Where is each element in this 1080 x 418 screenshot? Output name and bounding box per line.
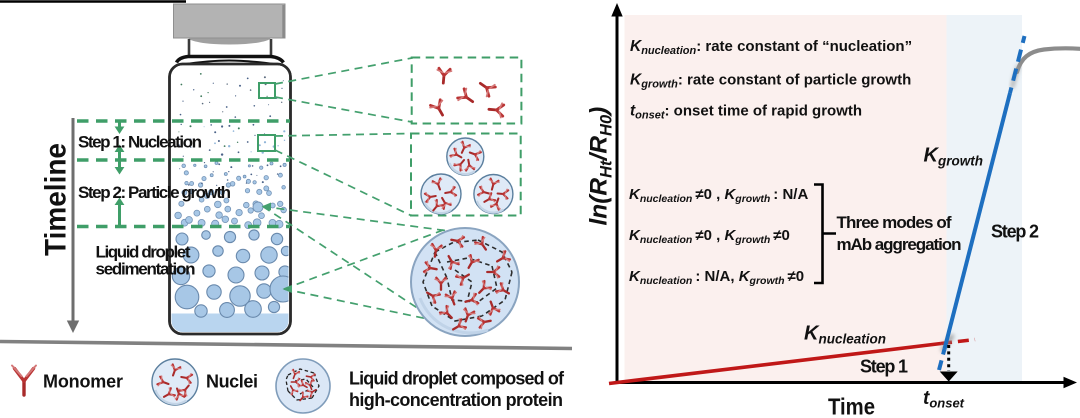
svg-text:mAb aggregation: mAb aggregation xyxy=(837,235,962,254)
svg-text:Liquid droplet: Liquid droplet xyxy=(96,243,191,262)
svg-text:Liquid droplet composed of: Liquid droplet composed of xyxy=(349,369,565,389)
svg-text:Knucleation ≠0 , Kgrowth : N/A: Knucleation ≠0 , Kgrowth : N/A xyxy=(629,186,808,205)
svg-text:Step 1: Nucleation: Step 1: Nucleation xyxy=(78,133,202,152)
svg-text:Step 1: Step 1 xyxy=(860,357,908,377)
svg-text:Time: Time xyxy=(828,394,875,418)
svg-text:Three modes of: Three modes of xyxy=(837,213,952,232)
svg-text:Step 2: Step 2 xyxy=(991,222,1039,242)
svg-text:Knucleation: rate constant of: Knucleation: rate constant of “nucleatio… xyxy=(630,38,912,57)
svg-text:Nuclei: Nuclei xyxy=(206,372,258,392)
svg-text:Knucleation : N/A, Kgrowth ≠0: Knucleation : N/A, Kgrowth ≠0 xyxy=(629,268,804,287)
svg-text:Step 2: Particle growth: Step 2: Particle growth xyxy=(78,183,231,202)
svg-text:Kgrowth: rate constant of part: Kgrowth: rate constant of particle growt… xyxy=(630,72,911,91)
svg-text:high-concentration protein: high-concentration protein xyxy=(349,390,563,410)
svg-text:ln(RHt/RH0): ln(RHt/RH0) xyxy=(586,107,616,226)
svg-text:Timeline: Timeline xyxy=(40,143,73,256)
svg-text:Knucleation ≠0 , Kgrowth ≠0: Knucleation ≠0 , Kgrowth ≠0 xyxy=(629,227,790,246)
svg-text:sedimentation: sedimentation xyxy=(96,260,196,279)
svg-text:Monomer: Monomer xyxy=(43,372,123,392)
svg-text:tonset: onset time of rapid gr: tonset: onset time of rapid growth xyxy=(630,103,862,122)
